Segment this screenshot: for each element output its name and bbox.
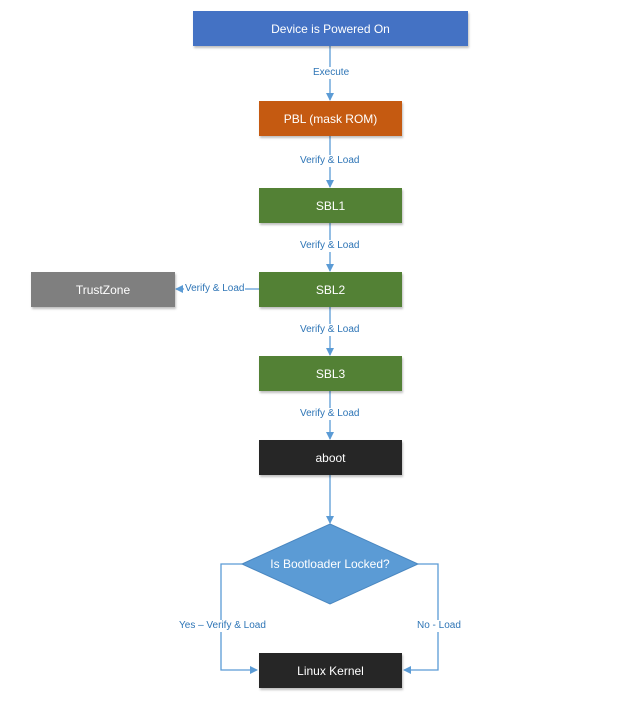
decision-diamond	[240, 523, 420, 605]
edge-label-verify-load-2: Verify & Load	[299, 240, 361, 252]
node-pbl: PBL (mask ROM)	[259, 101, 402, 136]
edge-label-verify-load-1: Verify & Load	[299, 155, 361, 167]
node-trustzone-label: TrustZone	[75, 282, 131, 297]
edge-label-verify-load-4: Verify & Load	[299, 408, 361, 420]
edge-label-no: No - Load	[416, 620, 462, 632]
node-sbl2: SBL2	[259, 272, 402, 307]
node-kernel: Linux Kernel	[259, 653, 402, 688]
edge-label-verify-load-trustzone: Verify & Load	[184, 283, 246, 295]
node-decision-label-box: Is Bootloader Locked?	[262, 554, 398, 574]
edge-no-to-kernel	[403, 563, 439, 674]
node-sbl1-label: SBL1	[315, 198, 346, 213]
node-aboot: aboot	[259, 440, 402, 475]
node-aboot-label: aboot	[315, 450, 346, 465]
edge-yes-to-kernel	[220, 563, 258, 674]
node-sbl3-label: SBL3	[315, 366, 346, 381]
edge-label-execute: Execute	[312, 67, 351, 79]
node-pbl-label: PBL (mask ROM)	[283, 111, 378, 126]
node-kernel-label: Linux Kernel	[297, 663, 364, 678]
node-trustzone: TrustZone	[31, 272, 175, 307]
node-sbl2-label: SBL2	[315, 282, 346, 297]
edge-label-verify-load-3: Verify & Load	[299, 324, 361, 336]
node-powered-on-label: Device is Powered On	[271, 21, 390, 36]
node-sbl3: SBL3	[259, 356, 402, 391]
node-powered-on: Device is Powered On	[193, 11, 468, 46]
node-decision-label: Is Bootloader Locked?	[270, 557, 390, 571]
edge-label-yes: Yes – Verify & Load	[178, 620, 267, 632]
node-sbl1: SBL1	[259, 188, 402, 223]
